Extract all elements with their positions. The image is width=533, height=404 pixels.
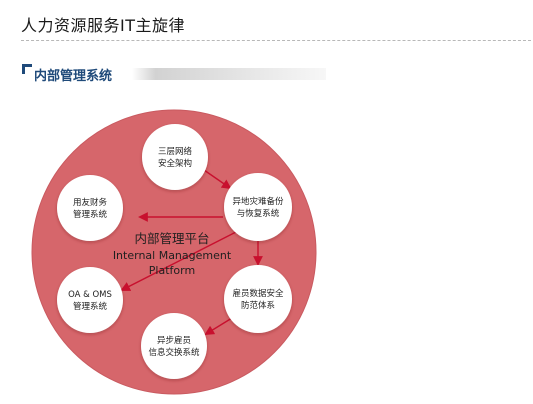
node-finance-circle [57, 175, 123, 241]
node-backup-circle [224, 173, 292, 241]
node-exchange: 异步雇员 信息交换系统 [141, 313, 207, 379]
node-oa: OA & OMS 管理系统 [57, 267, 123, 333]
node-backup: 异地灾难备份 与恢复系统 [224, 173, 292, 241]
node-finance-line1: 用友财务 [73, 197, 108, 208]
section-header: 内部管理系统 [22, 64, 326, 84]
page-title: 人力资源服务IT主旋律 [21, 16, 185, 35]
node-security: 雇员数据安全 防范体系 [224, 265, 292, 333]
node-security-line2: 防范体系 [241, 300, 275, 311]
node-backup-line1: 异地灾难备份 [232, 196, 284, 207]
node-oa-line2: 管理系统 [73, 301, 108, 312]
node-finance: 用友财务 管理系统 [57, 175, 123, 241]
node-exchange-line2: 信息交换系统 [148, 347, 200, 358]
node-network-circle [142, 124, 208, 190]
node-network-line1: 三层网络 [158, 146, 193, 157]
node-oa-line1: OA & OMS [68, 290, 112, 300]
corner-bracket-icon [22, 64, 32, 74]
arrow-network-to-backup [203, 169, 232, 190]
node-backup-line2: 与恢复系统 [237, 208, 280, 219]
title-divider [21, 40, 531, 41]
center-title-en-line1: Internal Management [113, 249, 232, 262]
arrow-security-to-exchange [204, 317, 233, 336]
node-security-circle [224, 265, 292, 333]
node-exchange-line1: 异步雇员 [157, 335, 191, 346]
node-exchange-circle [141, 313, 207, 379]
node-security-line1: 雇员数据安全 [232, 288, 284, 299]
center-title-cn: 内部管理平台 [134, 231, 209, 246]
section-title: 内部管理系统 [34, 69, 113, 84]
node-network-line2: 安全架构 [158, 158, 192, 169]
arrow-backup-to-oa [120, 231, 237, 291]
node-finance-line2: 管理系统 [73, 209, 108, 220]
arrows [120, 169, 263, 336]
center-title-en-line2: Platform [149, 264, 195, 277]
center-label: 内部管理平台 Internal Management Platform [113, 231, 232, 277]
node-network: 三层网络 安全架构 [142, 124, 208, 190]
node-oa-circle [57, 267, 123, 333]
section-gradient-bar [132, 68, 326, 80]
